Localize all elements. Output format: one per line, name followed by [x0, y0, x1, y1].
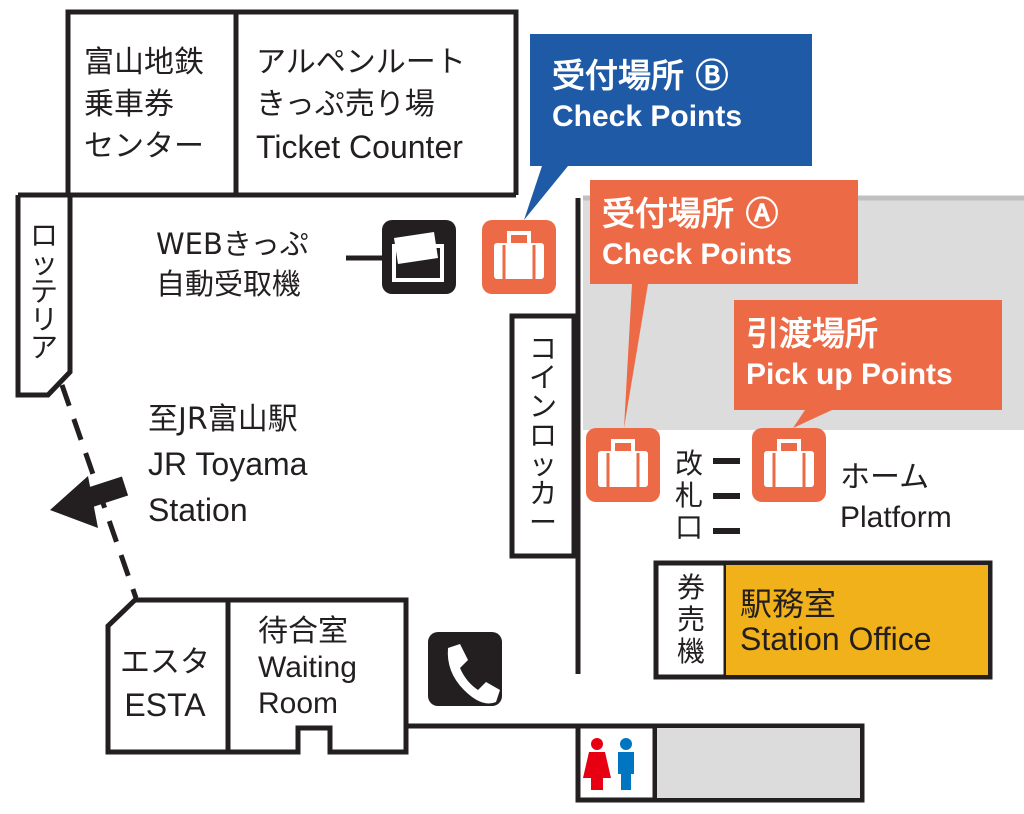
callout-checkpoint-a-bg [590, 180, 858, 428]
room-lotteria-char: リ [29, 303, 58, 336]
room-alpen-line2: きっぷ売り場 [256, 87, 435, 122]
room-esta-en: ESTA [124, 687, 206, 723]
callout-checkpoint-a: 受付場所 Ⓐ Check Points [602, 192, 792, 274]
gate-label-char: 改 [674, 447, 703, 480]
luggage-icon [482, 220, 556, 294]
arrow-left-icon [50, 476, 129, 528]
room-alpen-line1: アルペンルート [256, 45, 466, 80]
callout-pickup-title: 引渡場所 [746, 314, 878, 353]
room-alpen: アルペンルート きっぷ売り場 Ticket Counter [256, 42, 466, 170]
web-machine-label-line1: WEBきっぷ [156, 227, 309, 261]
room-lotteria-char: テ [29, 275, 58, 308]
room-lotteria-char: ア [29, 331, 58, 364]
room-waiting-en1: Waiting [258, 651, 357, 684]
ticket-machine-icon [346, 220, 456, 294]
luggage-icon [586, 428, 660, 502]
room-coin-locker-char: カ [528, 477, 557, 510]
restroom-wall [575, 723, 865, 803]
platform-label: ホーム Platform [840, 458, 952, 538]
gate-label: 改 札 口 [674, 448, 704, 544]
station-office-jp: 駅務室 [740, 585, 837, 623]
room-lotteria-char: ッ [29, 247, 58, 280]
luggage-icon [752, 428, 826, 502]
callout-pickup: 引渡場所 Pick up Points [746, 312, 953, 394]
platform-label-jp: ホーム [840, 460, 930, 495]
callout-checkpoint-b-subtitle: Check Points [552, 100, 743, 133]
room-alpen-line3: Ticket Counter [256, 129, 463, 165]
jr-direction-jp: 至JR富山駅 [148, 402, 298, 437]
room-coin-locker-char: イ [528, 361, 557, 394]
room-ticket-vending-char: 売 [676, 603, 705, 636]
room-ticket-vending: 券 売 機 [676, 572, 706, 668]
callout-checkpoint-a-title: 受付場所 Ⓐ [602, 194, 779, 233]
callout-checkpoint-a-subtitle: Check Points [602, 238, 793, 271]
station-office-en: Station Office [740, 621, 932, 657]
room-coin-locker-char: ッ [528, 448, 557, 481]
room-lotteria-char: ロ [29, 219, 58, 252]
room-waiting: 待合室 Waiting Room [258, 614, 357, 722]
callout-checkpoint-b-bg [524, 34, 812, 220]
callout-checkpoint-b-title: 受付場所 Ⓑ [552, 56, 729, 95]
web-machine-label: WEBきっぷ 自動受取機 [156, 224, 309, 304]
room-coin-locker: コ イ ン ロ ッ カ ー [528, 334, 558, 537]
web-machine-label-line2: 自動受取機 [156, 267, 302, 301]
ticket-office-wall [65, 9, 519, 195]
room-coin-locker-char: ー [528, 506, 557, 539]
room-lotteria: ロ ッ テ リ ア [29, 222, 59, 362]
room-coin-locker-char: ロ [528, 419, 557, 452]
coin-locker-wall [509, 313, 577, 559]
room-ticket-vending-char: 券 [676, 571, 705, 604]
room-coin-locker-char: ン [528, 390, 557, 423]
jr-direction-en1: JR Toyama [148, 446, 308, 482]
room-ticket-vending-char: 機 [676, 635, 705, 668]
room-esta-jp: エスタ [120, 645, 210, 680]
restroom-icon [583, 738, 634, 790]
phone-icon [428, 632, 502, 706]
jr-direction-label: 至JR富山駅 JR Toyama Station [148, 398, 307, 534]
station-office: 駅務室 Station Office [726, 565, 988, 675]
callout-pickup-subtitle: Pick up Points [746, 358, 953, 391]
room-waiting-jp: 待合室 [258, 614, 348, 649]
ticket-vending-box [653, 560, 993, 680]
platform-label-en: Platform [840, 501, 952, 534]
room-waiting-en2: Room [258, 687, 339, 720]
callout-pickup-bg [734, 300, 1002, 428]
lotteria-wall [15, 195, 73, 398]
restroom-gray [657, 728, 860, 798]
room-chitetsu: 富山地鉄 乗車券 センター [84, 42, 204, 168]
room-coin-locker-char: コ [528, 332, 557, 365]
gate-label-char: 口 [674, 511, 703, 544]
jr-direction-en2: Station [148, 492, 248, 528]
callout-checkpoint-b: 受付場所 Ⓑ Check Points [552, 54, 742, 136]
room-chitetsu-line3: センター [84, 129, 204, 164]
room-chitetsu-line1: 富山地鉄 [84, 45, 204, 80]
room-chitetsu-line2: 乗車券 [84, 87, 174, 122]
room-esta: エスタ ESTA [120, 642, 210, 728]
gate-label-char: 札 [674, 479, 703, 512]
esta-wall [105, 597, 409, 755]
